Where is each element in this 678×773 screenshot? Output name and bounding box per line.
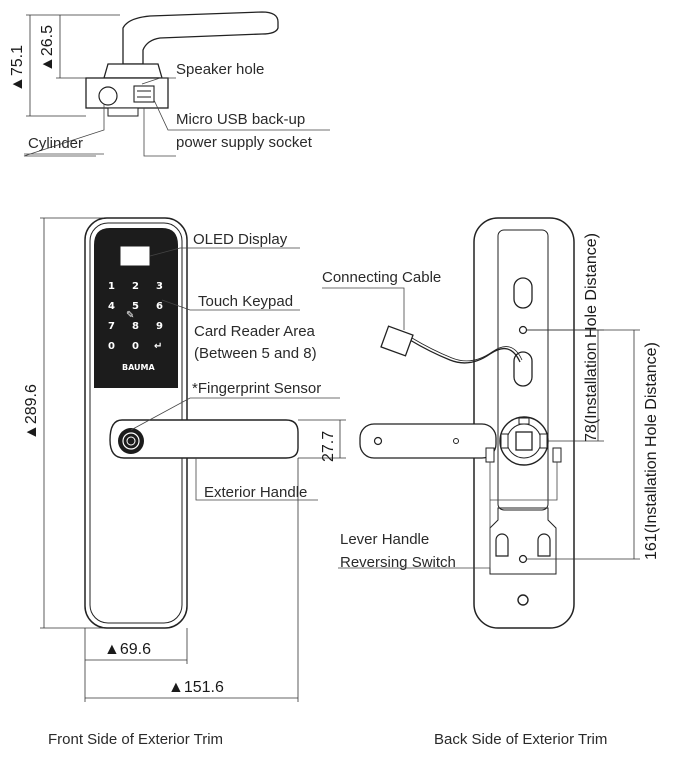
dim-26-5: ▲26.5 (39, 25, 56, 72)
key-2: 2 (132, 281, 139, 292)
key-7: 7 (108, 321, 115, 332)
oled-display (119, 245, 151, 267)
back-view: Connecting Cable Lever Handle Reversing … (322, 217, 660, 629)
key-1: 1 (108, 281, 115, 292)
caption-front: Front Side of Exterior Trim (48, 731, 223, 748)
label-micro-usb-1: Micro USB back-up (176, 111, 305, 128)
label-oled-display: OLED Display (193, 231, 288, 248)
key-6: 6 (156, 301, 163, 312)
label-cylinder: Cylinder (28, 135, 83, 152)
dim-78: 78(Installation Hole Distance) (583, 233, 600, 442)
label-fingerprint-sensor: *Fingerprint Sensor (192, 380, 321, 397)
key-enter: ↵ (154, 341, 162, 352)
label-connecting-cable: Connecting Cable (322, 269, 441, 286)
cylinder-icon (98, 86, 118, 106)
side-view: ▲75.1 ▲26.5 Speaker hole Micro USB back-… (9, 11, 330, 157)
cable-connector (380, 325, 414, 357)
usb-socket-icon (133, 85, 155, 103)
label-card-reader-2: (Between 5 and 8) (194, 345, 317, 362)
fingerprint-sensor (118, 428, 144, 454)
key-0a: 0 (108, 341, 115, 352)
key-3: 3 (156, 281, 163, 292)
label-exterior-handle: Exterior Handle (204, 484, 307, 501)
label-touch-keypad: Touch Keypad (198, 293, 293, 310)
key-0b: 0 (132, 341, 139, 352)
reversing-switch-left (485, 447, 495, 463)
connecting-cable (409, 339, 521, 364)
label-lever-reversing-1: Lever Handle (340, 531, 429, 548)
top-slot (513, 277, 533, 309)
dim-75-1: ▲75.1 (9, 45, 26, 92)
label-lever-reversing-2: Reversing Switch (340, 554, 456, 571)
label-micro-usb-2: power supply socket (176, 134, 313, 151)
dim-289-6: ▲289.6 (23, 384, 40, 440)
back-lower-plate (489, 507, 557, 575)
brand-logo: BAUMA (122, 363, 156, 372)
exterior-handle (109, 419, 299, 459)
key-5: 5 (132, 301, 139, 312)
dim-69-6: ▲69.6 (104, 641, 151, 658)
caption-back: Back Side of Exterior Trim (434, 731, 607, 748)
reversing-switch-right (552, 447, 562, 463)
cable-slot (513, 351, 533, 387)
front-black-panel (94, 228, 178, 388)
front-view: 1 2 3 4 5 6 7 8 9 0 0 ↵ ✎ BAUMA ▲289.6 2… (23, 217, 346, 702)
key-9: 9 (156, 321, 163, 332)
back-lever (359, 423, 497, 459)
label-card-reader-1: Card Reader Area (194, 323, 316, 340)
key-4: 4 (108, 301, 115, 312)
touch-keypad: 1 2 3 4 5 6 7 8 9 0 0 ↵ (108, 281, 163, 352)
card-reader-icon: ✎ (126, 310, 134, 321)
dim-161: 161(Installation Hole Distance) (643, 342, 660, 560)
side-view-neck (103, 63, 163, 79)
side-view-handle (122, 11, 279, 65)
label-speaker-hole: Speaker hole (176, 61, 264, 78)
key-8: 8 (132, 321, 139, 332)
dim-27-7: 27.7 (320, 431, 337, 462)
dim-151-6: ▲151.6 (168, 679, 224, 696)
